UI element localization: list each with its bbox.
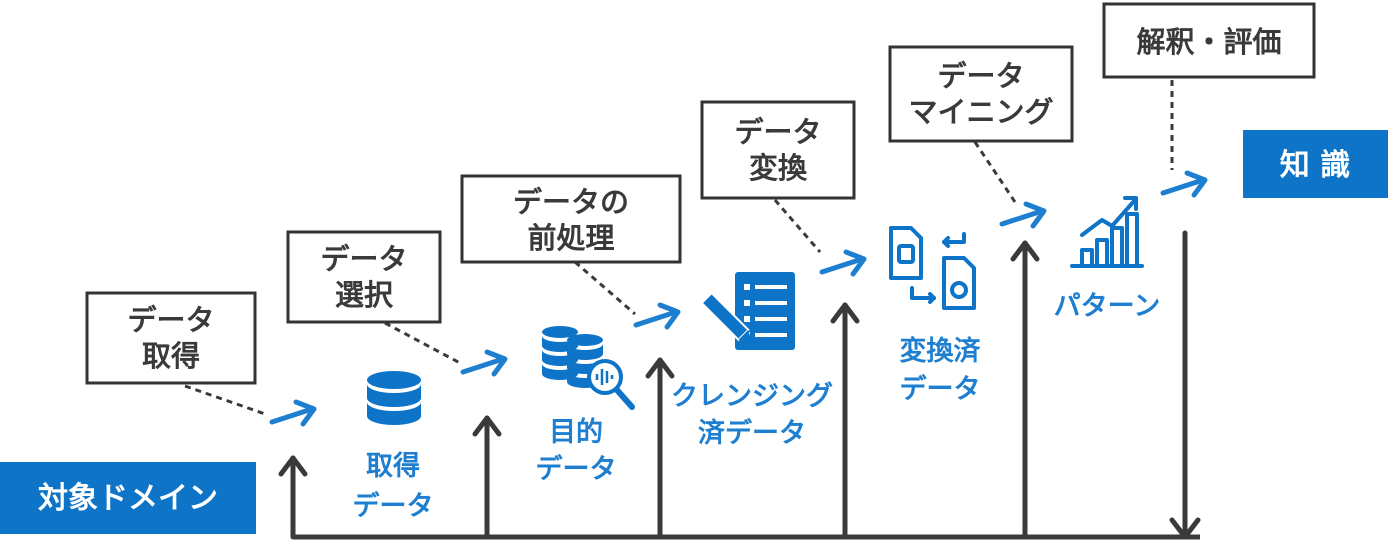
database-icon bbox=[367, 371, 421, 425]
checklist-pen-icon bbox=[700, 272, 795, 350]
data-line2: 済データ bbox=[698, 417, 806, 449]
end-knowledge-label: 知 識 bbox=[1243, 130, 1388, 198]
vertical-arrows bbox=[278, 230, 1201, 540]
step-line1: 解釈・評価 bbox=[1136, 25, 1281, 59]
dotted-connectors bbox=[184, 80, 1174, 417]
data-item-pattern: パターン bbox=[1054, 291, 1161, 322]
step-line1: データ bbox=[127, 303, 214, 337]
step-line1: データ bbox=[320, 242, 407, 276]
data-line1: 目的 bbox=[549, 416, 603, 448]
file-convert-icon bbox=[889, 226, 976, 310]
step-line2: 前処理 bbox=[527, 221, 614, 255]
step-line2: 選択 bbox=[335, 278, 394, 312]
step-box-mining: データ マイニング bbox=[888, 45, 1074, 143]
step-box-evaluate: 解釈・評価 bbox=[1102, 2, 1316, 79]
data-line1: 変換済 bbox=[900, 335, 982, 367]
data-line1: パターン bbox=[1054, 291, 1161, 322]
step-line2: 取得 bbox=[142, 339, 200, 373]
step-line1: データ bbox=[734, 115, 821, 149]
data-line1: 取得 bbox=[366, 451, 420, 482]
data-item-cleansed: クレンジング 済データ bbox=[671, 380, 833, 449]
end-label-text: 知 識 bbox=[1280, 148, 1350, 183]
step-line2: マイニング bbox=[908, 95, 1053, 129]
data-item-transformed: 変換済 データ bbox=[900, 335, 982, 405]
start-label-text: 対象ドメイン bbox=[38, 481, 218, 516]
growth-chart-icon bbox=[1070, 196, 1144, 268]
data-item-acquired: 取得 データ bbox=[353, 451, 434, 522]
data-line2: データ bbox=[353, 490, 434, 522]
step-box-select: データ 選択 bbox=[286, 230, 442, 324]
data-item-target: 目的 データ bbox=[536, 416, 617, 485]
step-box-transform: データ 変換 bbox=[700, 100, 856, 200]
step-line1: データの bbox=[513, 185, 629, 219]
process-arrows bbox=[269, 170, 1208, 427]
start-domain-label: 対象ドメイン bbox=[0, 462, 256, 534]
step-box-preprocess: データの 前処理 bbox=[460, 174, 682, 264]
data-line1: クレンジング bbox=[671, 380, 833, 412]
data-line2: データ bbox=[900, 373, 981, 405]
database-search-icon bbox=[542, 326, 635, 410]
data-line2: データ bbox=[536, 453, 617, 485]
step-line1: データ bbox=[937, 59, 1024, 93]
step-box-acquire: データ 取得 bbox=[85, 291, 257, 385]
step-line2: 変換 bbox=[749, 151, 808, 185]
